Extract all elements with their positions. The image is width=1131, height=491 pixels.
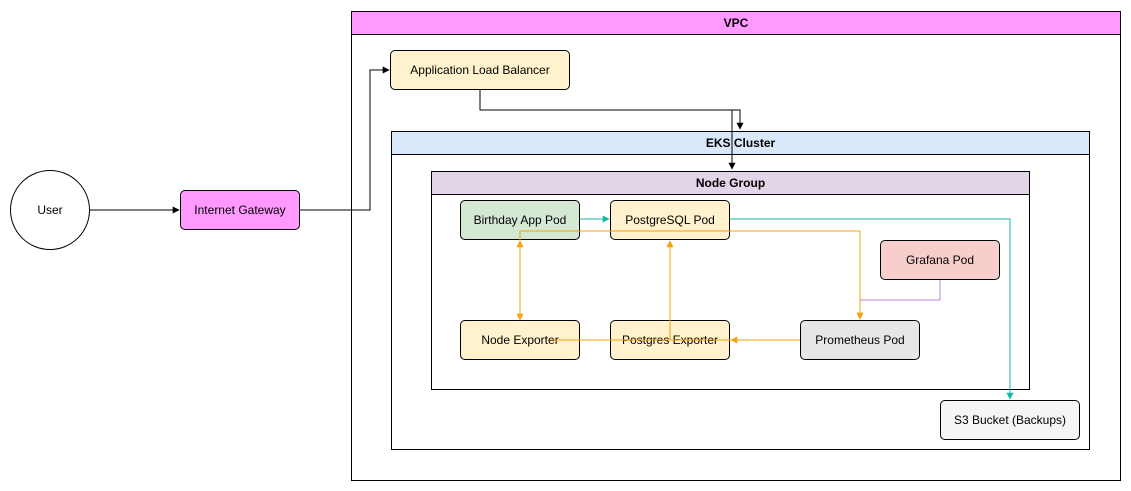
birthday-app-pod-node[interactable]: Birthday App Pod [460, 200, 580, 240]
node-exporter-node[interactable]: Node Exporter [460, 320, 580, 360]
node-group-container: Node Group [431, 171, 1030, 390]
vpc-container: VPC [351, 11, 1121, 481]
eks-cluster-container: EKS Cluster [391, 131, 1090, 450]
application-load-balancer-node[interactable]: Application Load Balancer [390, 50, 570, 90]
internet-gateway-node[interactable]: Internet Gateway [180, 190, 300, 230]
grafana-pod-node[interactable]: Grafana Pod [880, 240, 1000, 280]
s3-bucket-node[interactable]: S3 Bucket (Backups) [940, 400, 1080, 440]
user-node[interactable]: User [10, 170, 90, 250]
postgresql-pod-node[interactable]: PostgreSQL Pod [610, 200, 730, 240]
vpc-title: VPC [351, 11, 1121, 35]
prometheus-pod-node[interactable]: Prometheus Pod [800, 320, 920, 360]
node-group-title: Node Group [431, 171, 1030, 195]
eks-cluster-title: EKS Cluster [391, 131, 1090, 155]
postgres-exporter-node[interactable]: Postgres Exporter [610, 320, 730, 360]
